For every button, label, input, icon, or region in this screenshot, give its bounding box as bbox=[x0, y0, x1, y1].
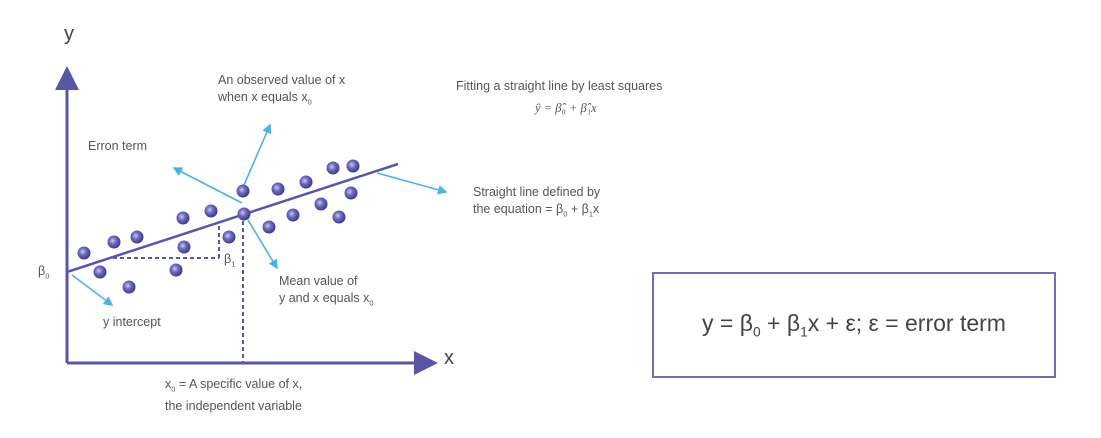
y-axis-label: y bbox=[64, 23, 74, 45]
fit-equation: ŷ = β̂₀ + β̂₁x bbox=[535, 101, 597, 115]
fit-title: Fitting a straight line by least squares bbox=[456, 79, 663, 93]
beta1-label: β1 bbox=[224, 252, 236, 269]
data-point bbox=[326, 161, 340, 175]
intercept-arrow bbox=[71, 274, 114, 306]
data-points bbox=[77, 159, 360, 294]
data-point bbox=[237, 207, 251, 221]
regression-line bbox=[66, 162, 399, 274]
line-def-arrow bbox=[376, 172, 448, 195]
data-point bbox=[236, 184, 250, 198]
data-point bbox=[107, 235, 121, 249]
annotation-arrows bbox=[71, 123, 448, 306]
data-point bbox=[122, 280, 136, 294]
beta0-label: β0 bbox=[38, 264, 50, 281]
data-point bbox=[271, 182, 285, 196]
data-point bbox=[169, 263, 183, 277]
data-point bbox=[77, 246, 91, 260]
data-point bbox=[93, 265, 107, 279]
data-point bbox=[222, 230, 236, 244]
error-arrow bbox=[172, 167, 243, 204]
data-point bbox=[344, 186, 358, 200]
data-point bbox=[314, 197, 328, 211]
mean-arrow bbox=[247, 219, 278, 270]
observed-arrow bbox=[243, 123, 272, 186]
y-intercept-label: y intercept bbox=[103, 315, 161, 329]
data-point bbox=[204, 204, 218, 218]
dashed-guides bbox=[113, 214, 244, 363]
data-point bbox=[176, 211, 190, 225]
data-point bbox=[332, 210, 346, 224]
data-point bbox=[262, 220, 276, 234]
model-equation: y = β0 + β1x + ε; ε = error term bbox=[702, 310, 1006, 340]
data-point bbox=[177, 240, 191, 254]
error-term-label: Erron term bbox=[88, 139, 148, 153]
x0-label: x0 = A specific value of x,the independe… bbox=[165, 377, 303, 413]
model-equation-box: y = β0 + β1x + ε; ε = error term bbox=[652, 272, 1056, 378]
data-point bbox=[130, 230, 144, 244]
data-point bbox=[299, 175, 313, 189]
x-axis-label: x bbox=[444, 347, 454, 369]
data-point bbox=[346, 159, 360, 173]
data-point bbox=[286, 208, 300, 222]
